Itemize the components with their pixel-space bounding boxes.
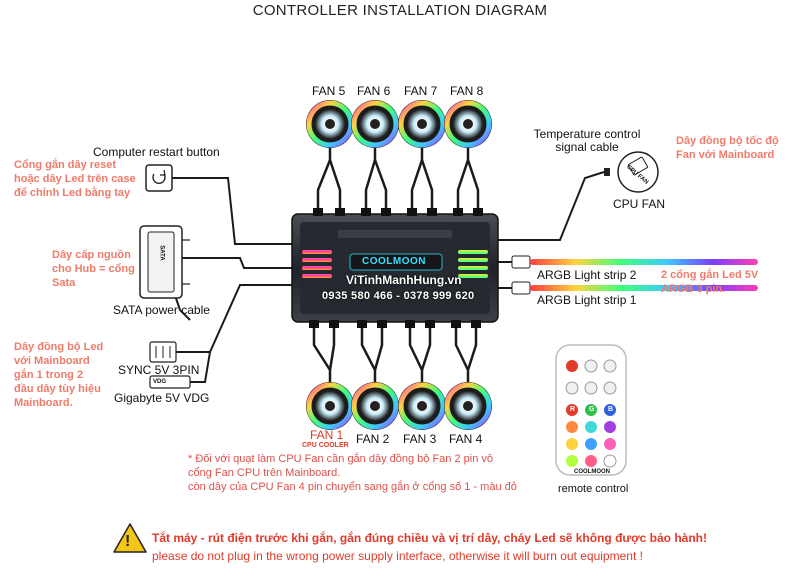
remote-b-letter: B (608, 406, 614, 413)
watermark-phone: 0935 580 466 - 0378 999 620 (322, 290, 475, 302)
controller-hub (291, 208, 499, 328)
cpu-fan-footnote: * Đối với quạt làm CPU Fan cần gắn dây đ… (188, 453, 517, 493)
vdg-tag: VDG (153, 379, 167, 385)
remote-brand: COOLMOON (574, 469, 610, 475)
sync-note: Dây đồng bộ Led với Mainboard gắn 1 tron… (14, 341, 104, 409)
bottom-fans (306, 382, 492, 430)
sync-3pin-connector (149, 341, 191, 389)
hub-brand: COOLMOON (362, 256, 426, 267)
top-fan-wires (316, 146, 480, 208)
fan-2-label: FAN 2 (356, 432, 390, 446)
fan-3-label: FAN 3 (403, 432, 437, 446)
warning-triangle-icon (113, 523, 147, 553)
warning-vietnamese: Tắt máy - rút điện trước khi gắn, gắn đú… (152, 531, 707, 545)
sync-label: SYNC 5V 3PIN (118, 363, 200, 377)
diagram-title: CONTROLLER INSTALLATION DIAGRAM (252, 2, 548, 19)
warning-exclamation: ! (125, 533, 131, 550)
remote-r-letter: R (570, 406, 576, 413)
sata-cable-label: SATA power cable (113, 303, 210, 317)
fan-4-label: FAN 4 (449, 432, 483, 446)
bottom-fan-wires (312, 322, 478, 384)
cpu-fan-label: CPU FAN (613, 197, 666, 211)
argb-strip-1-label: ARGB Light strip 1 (537, 293, 637, 307)
warning-english: please do not plug in the wrong power su… (152, 549, 643, 563)
top-fans (306, 100, 492, 148)
power-note: Dây cấp nguồn cho Hub = cổng Sata (52, 249, 135, 289)
restart-button-label: Computer restart button (93, 145, 220, 159)
remote-control-label: remote control (558, 483, 629, 495)
sata-text: SATA (158, 245, 165, 261)
sata-connector (139, 225, 190, 299)
fan-7-label: FAN 7 (404, 84, 438, 98)
fan-6-label: FAN 6 (357, 84, 391, 98)
right-wires (498, 171, 605, 289)
fan-5-label: FAN 5 (312, 84, 346, 98)
remote-control-device (555, 344, 627, 476)
led-ports-note: 2 cổng gắn Led 5V ARGB 3 pin. (661, 269, 759, 295)
vdg-label: Gigabyte 5V VDG (114, 391, 210, 405)
argb-strip-2-label: ARGB Light strip 2 (537, 268, 637, 282)
remote-g-letter: G (589, 406, 595, 413)
temp-control-label: Temperature control signal cable (533, 127, 641, 154)
cpu-cooler-label: CPU COOLER (302, 442, 349, 449)
cpu-fan-device (604, 151, 659, 193)
reset-note: Cổng gắn dây reset hoặc dây Led trên cas… (14, 159, 136, 199)
fan-8-label: FAN 8 (450, 84, 484, 98)
restart-button-device (145, 164, 173, 192)
watermark-site: ViTinhManhHung.vn (346, 273, 462, 287)
argb-strips (511, 255, 758, 295)
fan-sync-note: Dây đồng bộ tốc độ Fan với Mainboard (676, 135, 779, 161)
fan-1-label: FAN 1 (310, 428, 344, 442)
left-wires (167, 177, 292, 383)
